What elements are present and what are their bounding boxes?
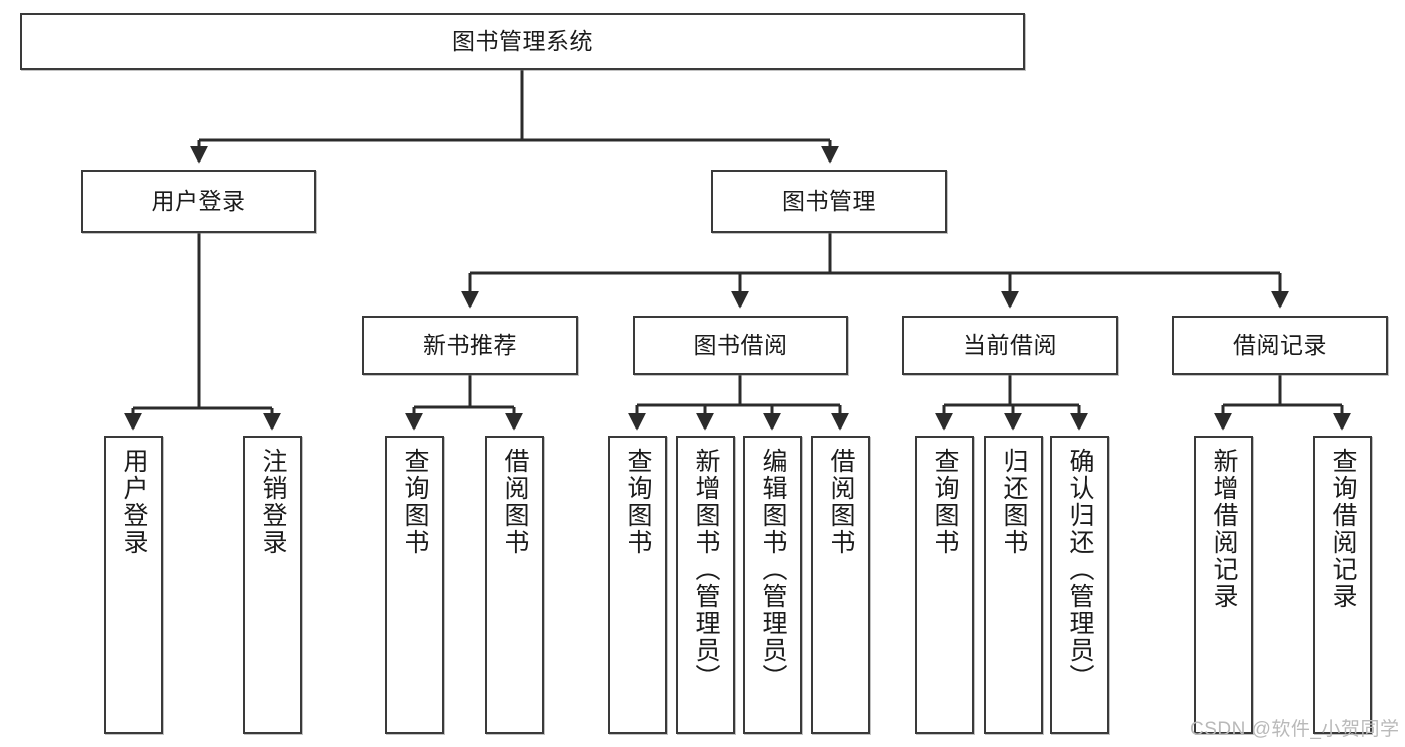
leaf-add-record[interactable]: 新增借阅记录	[1194, 436, 1253, 734]
leaf-confirm-return-label: 确认归还（管理员）	[1066, 448, 1094, 691]
leaf-query-book-2[interactable]: 查询图书	[608, 436, 667, 734]
leaf-add-book-label: 新增图书（管理员）	[692, 448, 720, 691]
leaf-add-record-label: 新增借阅记录	[1210, 448, 1238, 610]
leaf-edit-book[interactable]: 编辑图书（管理员）	[743, 436, 802, 734]
leaf-borrow-book-2[interactable]: 借阅图书	[811, 436, 870, 734]
node-book-management-label: 图书管理	[782, 187, 876, 214]
leaf-query-record[interactable]: 查询借阅记录	[1313, 436, 1372, 734]
node-book-borrow-label: 图书借阅	[693, 331, 788, 358]
leaf-add-book[interactable]: 新增图书（管理员）	[676, 436, 735, 734]
leaf-confirm-return[interactable]: 确认归还（管理员）	[1050, 436, 1109, 734]
leaf-borrow-book-2-label: 借阅图书	[827, 448, 855, 556]
node-new-book-recommend[interactable]: 新书推荐	[362, 316, 578, 375]
leaf-return-book[interactable]: 归还图书	[984, 436, 1043, 734]
node-user-login[interactable]: 用户登录	[81, 170, 316, 233]
node-borrow-record[interactable]: 借阅记录	[1172, 316, 1388, 375]
leaf-login-label: 用户登录	[120, 448, 148, 556]
node-current-borrow-label: 当前借阅	[963, 331, 1057, 358]
leaf-logout-label: 注销登录	[259, 448, 287, 556]
leaf-edit-book-label: 编辑图书（管理员）	[759, 448, 787, 691]
node-root[interactable]: 图书管理系统	[20, 13, 1025, 70]
leaf-borrow-book-1-label: 借阅图书	[501, 448, 529, 556]
node-root-label: 图书管理系统	[452, 27, 593, 54]
leaf-query-book-2-label: 查询图书	[624, 448, 652, 556]
node-book-borrow[interactable]: 图书借阅	[633, 316, 848, 375]
leaf-logout[interactable]: 注销登录	[243, 436, 302, 734]
leaf-login[interactable]: 用户登录	[104, 436, 163, 734]
node-new-book-recommend-label: 新书推荐	[423, 331, 517, 358]
leaf-query-book-3-label: 查询图书	[931, 448, 959, 556]
leaf-borrow-book-1[interactable]: 借阅图书	[485, 436, 544, 734]
node-user-login-label: 用户登录	[151, 187, 246, 214]
node-book-management[interactable]: 图书管理	[711, 170, 947, 233]
leaf-query-book-1-label: 查询图书	[401, 448, 429, 556]
watermark-text: CSDN @软件_小贺同学	[1190, 719, 1400, 740]
leaf-return-book-label: 归还图书	[1000, 448, 1028, 556]
leaf-query-book-3[interactable]: 查询图书	[915, 436, 974, 734]
node-borrow-record-label: 借阅记录	[1233, 331, 1327, 358]
leaf-query-record-label: 查询借阅记录	[1329, 448, 1357, 610]
leaf-query-book-1[interactable]: 查询图书	[385, 436, 444, 734]
node-current-borrow[interactable]: 当前借阅	[902, 316, 1118, 375]
